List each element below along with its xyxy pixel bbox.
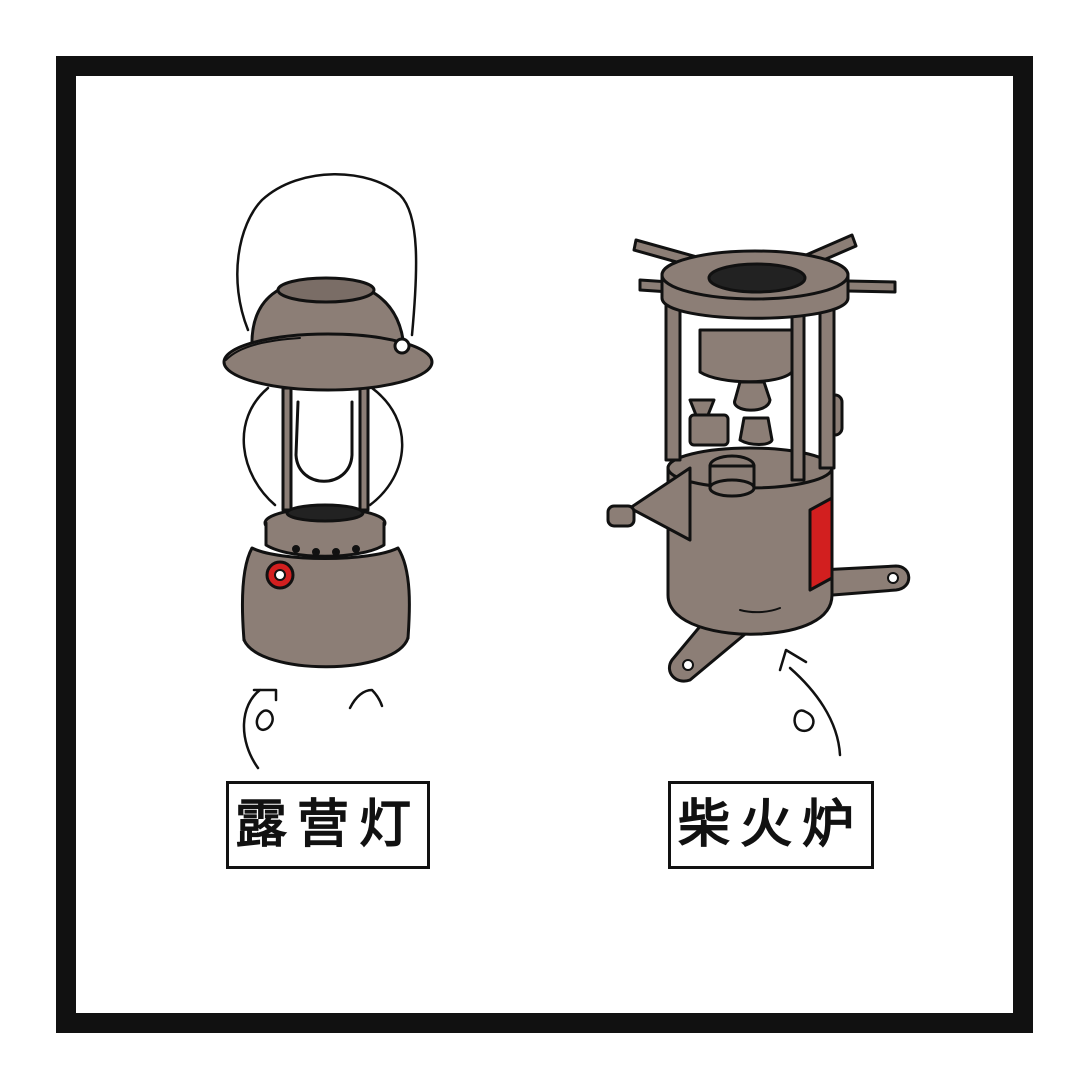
stove-label-box: 柴火炉 xyxy=(668,781,874,869)
lantern-label-box: 露营灯 xyxy=(226,781,430,869)
stove-label: 柴火炉 xyxy=(677,795,864,855)
lantern-mantle xyxy=(294,400,354,483)
lantern-label: 露营灯 xyxy=(234,795,421,855)
stove-nozzle xyxy=(628,466,692,542)
lantern-globe xyxy=(242,386,404,507)
camping-stove-icon xyxy=(606,233,911,757)
panel-frame xyxy=(56,56,1033,1033)
stove-red-band xyxy=(808,496,834,592)
lantern-handle xyxy=(236,173,418,337)
stove-leg-right xyxy=(818,564,911,598)
camping-lantern-icon xyxy=(222,173,434,770)
